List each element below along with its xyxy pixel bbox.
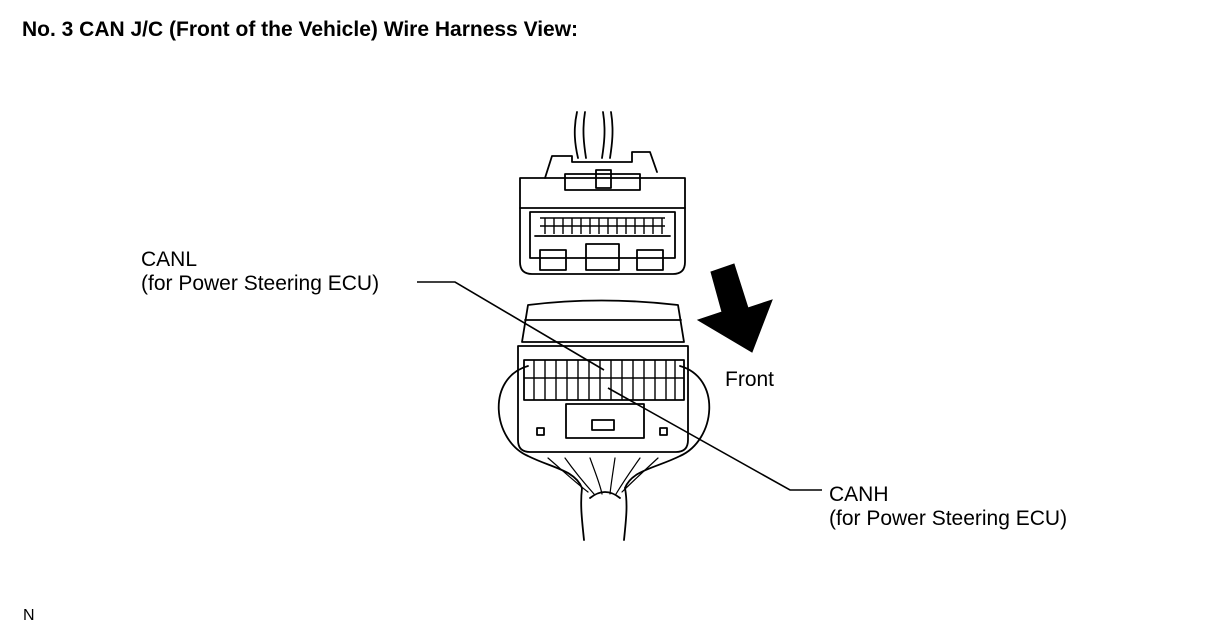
- canl-name: CANL: [141, 248, 198, 271]
- upper-slot-center: [585, 243, 620, 271]
- upper-connector: [519, 111, 686, 275]
- canh-callout: CANH (for Power Steering ECU): [829, 483, 1067, 531]
- upper-wire-left: [573, 111, 579, 159]
- lower-cavity-frame: [523, 359, 685, 401]
- front-direction-label: Front: [725, 368, 775, 391]
- lower-connector: [497, 299, 711, 541]
- upper-pin-comb: [540, 217, 665, 234]
- lower-wire-bundle: [580, 487, 628, 541]
- upper-latch-tab: [564, 173, 641, 191]
- upper-latch: [544, 151, 658, 179]
- page-title: No. 3 CAN J/C (Front of the Vehicle) Wir…: [22, 18, 579, 41]
- lower-boot: [497, 365, 711, 489]
- lower-side-mark-right: [659, 427, 668, 436]
- upper-wire-right: [601, 111, 606, 159]
- lower-cavity-grid: [524, 360, 684, 400]
- upper-mating-face: [529, 211, 676, 259]
- lower-side-mark-left: [536, 427, 545, 436]
- upper-housing: [519, 177, 686, 275]
- lower-lock-tab: [591, 419, 615, 431]
- page-mark: N: [23, 607, 35, 624]
- canl-detail: (for Power Steering ECU): [141, 272, 380, 295]
- canl-callout: CANL (for Power Steering ECU): [141, 248, 379, 296]
- canh-leader-line: [607, 387, 822, 491]
- canh-name: CANH: [829, 483, 889, 506]
- canl-leader-line: [417, 281, 605, 371]
- lower-boot-wires: [547, 457, 659, 495]
- upper-wire-left-inner: [582, 111, 587, 159]
- upper-slot-left: [539, 249, 567, 271]
- upper-slot-right: [636, 249, 664, 271]
- upper-latch-button: [595, 169, 612, 189]
- lower-cap: [521, 299, 685, 343]
- lower-lock-window: [565, 403, 645, 439]
- down-arrow-icon: [696, 263, 773, 353]
- lower-housing: [517, 345, 689, 453]
- upper-wire-right-inner: [609, 111, 614, 159]
- canh-detail: (for Power Steering ECU): [829, 507, 1068, 530]
